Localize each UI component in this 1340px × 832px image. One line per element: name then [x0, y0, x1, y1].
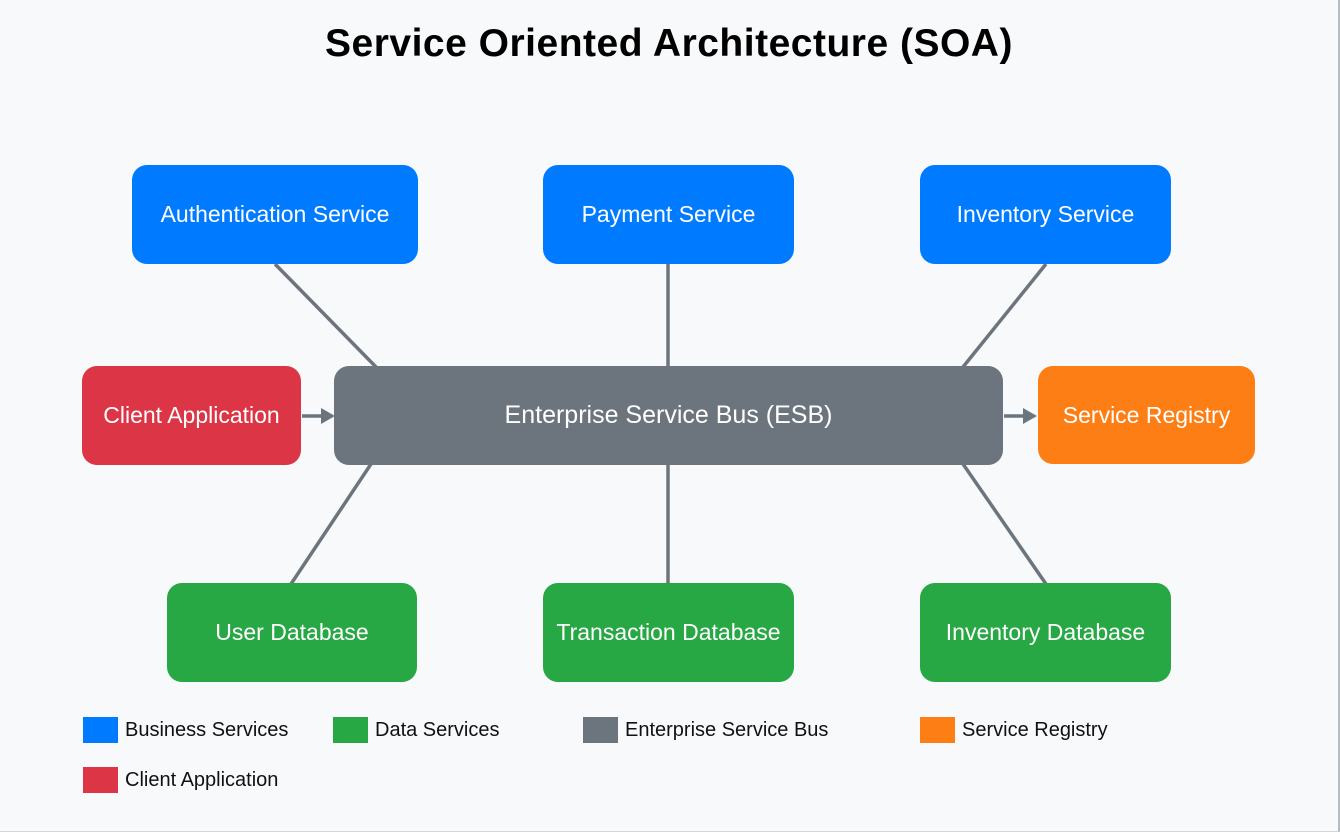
legend-item-business-services: Business Services [83, 717, 288, 743]
arrowhead-client-to-esb [321, 408, 335, 424]
legend-label-service-registry: Service Registry [962, 718, 1108, 741]
node-service-registry: Service Registry [1038, 366, 1255, 464]
node-payment-service: Payment Service [543, 165, 794, 264]
arrowhead-esb-to-registry [1023, 408, 1037, 424]
legend-swatch-enterprise-service-bus [583, 717, 618, 743]
legend-item-service-registry: Service Registry [920, 717, 1108, 743]
edge-esb-to-user-db [289, 463, 373, 585]
legend-label-business-services: Business Services [125, 718, 289, 741]
legend-label-enterprise-service-bus: Enterprise Service Bus [625, 718, 829, 741]
node-client-application-label: Client Application [103, 402, 280, 428]
node-enterprise-service-bus: Enterprise Service Bus (ESB) [334, 366, 1003, 465]
legend-swatch-data-services [333, 717, 368, 743]
legend-swatch-service-registry [920, 717, 955, 743]
legend-item-client-application: Client Application [83, 767, 278, 793]
legend-label-data-services: Data Services [375, 718, 500, 741]
legend-swatch-business-services [83, 717, 118, 743]
legend-item-enterprise-service-bus: Enterprise Service Bus [583, 717, 828, 743]
legend-label-client-application: Client Application [125, 768, 279, 791]
diagram-title: Service Oriented Architecture (SOA) [325, 22, 1013, 65]
node-enterprise-service-bus-label: Enterprise Service Bus (ESB) [504, 401, 833, 429]
node-authentication-service: Authentication Service [132, 165, 418, 264]
edge-inventory-service-to-esb [961, 262, 1048, 369]
node-payment-service-label: Payment Service [581, 201, 756, 227]
node-client-application: Client Application [82, 366, 301, 465]
node-user-database-label: User Database [215, 619, 369, 645]
legend-swatch-client-application [83, 767, 118, 793]
node-user-database: User Database [167, 583, 417, 682]
node-service-registry-label: Service Registry [1062, 401, 1231, 428]
node-inventory-database: Inventory Database [920, 583, 1171, 682]
node-authentication-service-label: Authentication Service [160, 201, 390, 227]
legend-item-data-services: Data Services [333, 717, 500, 743]
node-transaction-database: Transaction Database [543, 583, 794, 682]
edge-auth-to-esb [273, 262, 378, 369]
edge-esb-to-inventory-db [961, 463, 1048, 585]
node-inventory-database-label: Inventory Database [945, 619, 1146, 645]
node-inventory-service: Inventory Service [920, 165, 1171, 264]
node-inventory-service-label: Inventory Service [956, 201, 1135, 227]
node-transaction-database-label: Transaction Database [556, 619, 781, 645]
